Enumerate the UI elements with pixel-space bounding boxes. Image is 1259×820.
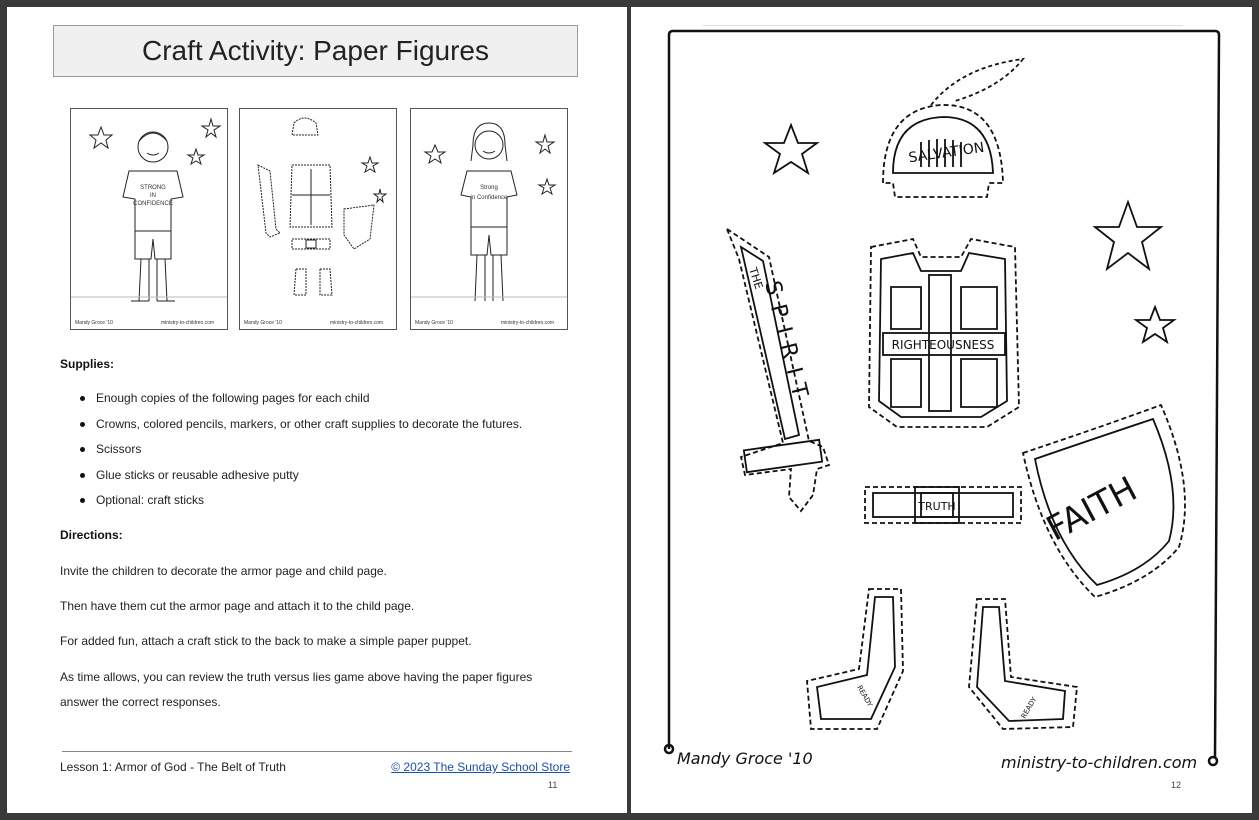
directions-heading: Directions: <box>60 528 123 542</box>
sword-text: SPIRIT <box>759 278 814 409</box>
boy-signature: Mandy Groce '10 <box>75 320 113 326</box>
helmet-illustration <box>882 57 1026 198</box>
girl-website: ministry-to-children.com <box>501 320 554 326</box>
list-item: Optional: craft sticks <box>60 492 522 518</box>
page-number: 12 <box>1171 780 1182 790</box>
supplies-list: Enough copies of the following pages for… <box>60 390 522 518</box>
shield-illustration <box>1021 403 1186 599</box>
direction-paragraph: Invite the children to decorate the armo… <box>60 564 387 578</box>
right-page: SALVATION THE SPIRIT RIGHTEOUSNESS TRUTH… <box>631 7 1252 813</box>
boy-figure-illustration: STRONG IN CONFIDENCE Mandy Groce '10 min… <box>71 117 227 326</box>
list-item: Enough copies of the following pages for… <box>60 390 522 416</box>
shield-text: FAITH <box>1040 469 1144 549</box>
right-shoe-text: READY <box>1020 695 1039 720</box>
boy-shirt-line2: IN <box>150 193 156 199</box>
armor-signature: Mandy Groce '10 <box>244 320 282 326</box>
girl-shirt-line2: in Confidence <box>471 195 508 201</box>
left-shoe-text: READY <box>855 684 874 709</box>
sheet-border <box>667 29 1221 758</box>
direction-paragraph: Then have them cut the armor page and at… <box>60 599 415 613</box>
website-credit: ministry-to-children.com <box>1001 753 1198 772</box>
boy-website: ministry-to-children.com <box>161 320 214 326</box>
footer-lesson-title: Lesson 1: Armor of God - The Belt of Tru… <box>60 760 286 774</box>
boy-shirt-line1: STRONG <box>140 185 166 191</box>
direction-paragraph: For added fun, attach a craft stick to t… <box>60 634 472 648</box>
armor-pieces-illustration: Mandy Groce '10 ministry-to-children.com <box>244 117 388 326</box>
artist-signature: Mandy Groce '10 <box>677 749 813 768</box>
star-shape <box>1133 304 1177 345</box>
supplies-heading: Supplies: <box>60 357 115 371</box>
header-rule <box>703 25 1183 26</box>
thumbnail-armor: Mandy Groce '10 ministry-to-children.com <box>239 108 397 330</box>
star-shape <box>1092 199 1164 272</box>
breastplate-illustration <box>868 237 1020 428</box>
girl-figure-illustration: Strong in Confidence Mandy Groce '10 min… <box>411 122 567 326</box>
list-item: Crowns, colored pencils, markers, or oth… <box>60 416 522 442</box>
belt-illustration <box>864 486 1022 524</box>
star-shape <box>762 122 820 176</box>
left-page: Craft Activity: Paper Figures STR <box>7 7 627 813</box>
thumbnail-girl: Strong in Confidence Mandy Groce '10 min… <box>410 108 568 330</box>
armor-website: ministry-to-children.com <box>330 320 383 326</box>
direction-paragraph: As time allows, you can review the truth… <box>60 670 533 709</box>
belt-text: TRUTH <box>917 500 955 513</box>
page-title: Craft Activity: Paper Figures <box>53 25 578 77</box>
footer-divider <box>62 751 572 752</box>
helmet-text: SALVATION <box>908 140 986 166</box>
page-number: 11 <box>548 780 558 790</box>
boy-shirt-line3: CONFIDENCE <box>133 201 173 207</box>
girl-signature: Mandy Groce '10 <box>415 320 453 326</box>
list-item: Glue sticks or reusable adhesive putty <box>60 467 522 493</box>
list-item: Scissors <box>60 441 522 467</box>
right-shoe-illustration <box>968 598 1078 730</box>
copyright-link[interactable]: © 2023 The Sunday School Store <box>391 760 570 774</box>
girl-shirt-line1: Strong <box>480 185 498 191</box>
sword-illustration <box>725 226 831 513</box>
left-shoe-illustration <box>806 588 904 730</box>
thumbnail-boy: STRONG IN CONFIDENCE Mandy Groce '10 min… <box>70 108 228 330</box>
armor-of-god-coloring-sheet: SALVATION THE SPIRIT RIGHTEOUSNESS TRUTH… <box>663 29 1221 767</box>
breastplate-text: RIGHTEOUSNESS <box>892 338 995 352</box>
